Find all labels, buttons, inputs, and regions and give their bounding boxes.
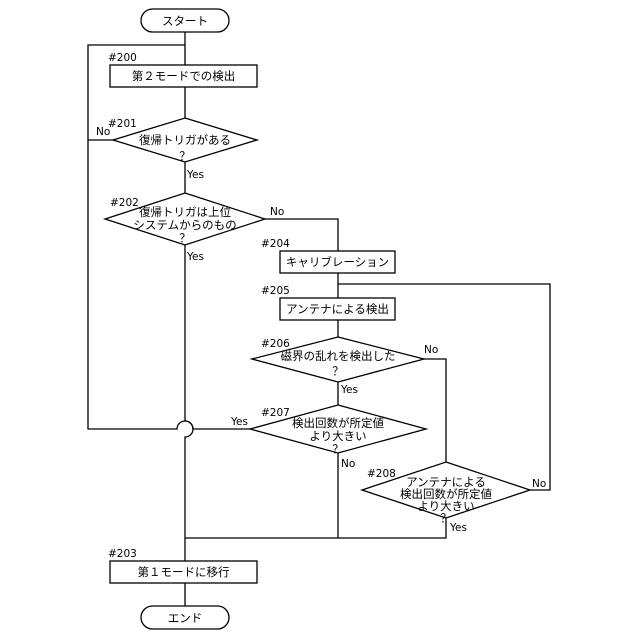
decision-208-id: #208: [367, 468, 396, 480]
decision-207-line2: より大きい: [309, 429, 366, 443]
end-terminal: エンド: [141, 606, 229, 629]
step-204-label: キャリブレーション: [286, 255, 389, 269]
step-203-label: 第１モードに移行: [138, 565, 230, 579]
decision-206-line2: ？: [332, 364, 344, 378]
decision-207-line1: 検出回数が所定値: [292, 416, 384, 430]
decision-202: #202 復帰トリガは上位 システムからのもの ？ No Yes: [105, 193, 284, 263]
step-203: #203 第１モードに移行: [108, 548, 257, 583]
decision-208-no-label: No: [532, 478, 546, 490]
connector-207-yes-loop: [88, 140, 250, 429]
step-205-label: アンテナによる検出: [286, 302, 389, 316]
decision-207-line3: ？: [332, 442, 344, 456]
end-label: エンド: [168, 611, 203, 625]
decision-207-no-label: No: [341, 458, 355, 470]
step-200-label: 第２モードでの検出: [132, 69, 236, 83]
connector-206-no: [424, 359, 446, 462]
decision-201-no-label: No: [96, 126, 110, 138]
decision-207-yes-label: Yes: [230, 416, 248, 428]
decision-201: #201 復帰トリガがある ？ No Yes: [96, 118, 257, 181]
decision-201-yes-label: Yes: [186, 169, 204, 181]
decision-202-line2: システムからのもの: [133, 218, 236, 232]
start-label: スタート: [162, 14, 208, 28]
decision-208: #208 アンテナによる 検出回数が所定値 より大きい ？ No Yes: [362, 462, 546, 534]
decision-206: #206 磁界の乱れを検出した ？ No Yes: [252, 337, 438, 396]
decision-207-id: #207: [261, 407, 290, 419]
step-204-id: #204: [261, 238, 290, 250]
decision-201-id: #201: [108, 118, 137, 130]
connector-202-yes: [185, 245, 193, 561]
step-205: #205 アンテナによる検出: [261, 285, 395, 320]
step-200: #200 第２モードでの検出: [108, 52, 257, 87]
connector-208-yes: [185, 518, 446, 538]
decision-202-id: #202: [110, 197, 139, 209]
decision-206-no-label: No: [424, 344, 438, 356]
decision-202-no-label: No: [270, 206, 284, 218]
start-terminal: スタート: [141, 9, 229, 32]
decision-206-yes-label: Yes: [340, 384, 358, 396]
decision-206-line1: 磁界の乱れを検出した: [281, 349, 396, 363]
step-203-id: #203: [108, 548, 137, 560]
decision-208-yes-label: Yes: [449, 522, 467, 534]
decision-201-line1: 復帰トリガがある: [139, 133, 231, 147]
decision-202-yes-label: Yes: [186, 251, 204, 263]
step-205-id: #205: [261, 285, 290, 297]
decision-201-line2: ？: [179, 149, 191, 163]
decision-202-line3: ？: [179, 231, 191, 245]
decision-202-line1: 復帰トリガは上位: [139, 205, 231, 219]
step-204: #204 キャリブレーション: [261, 238, 395, 273]
decision-207: #207 検出回数が所定値 より大きい ？ Yes No: [230, 405, 426, 470]
step-200-id: #200: [108, 52, 137, 64]
